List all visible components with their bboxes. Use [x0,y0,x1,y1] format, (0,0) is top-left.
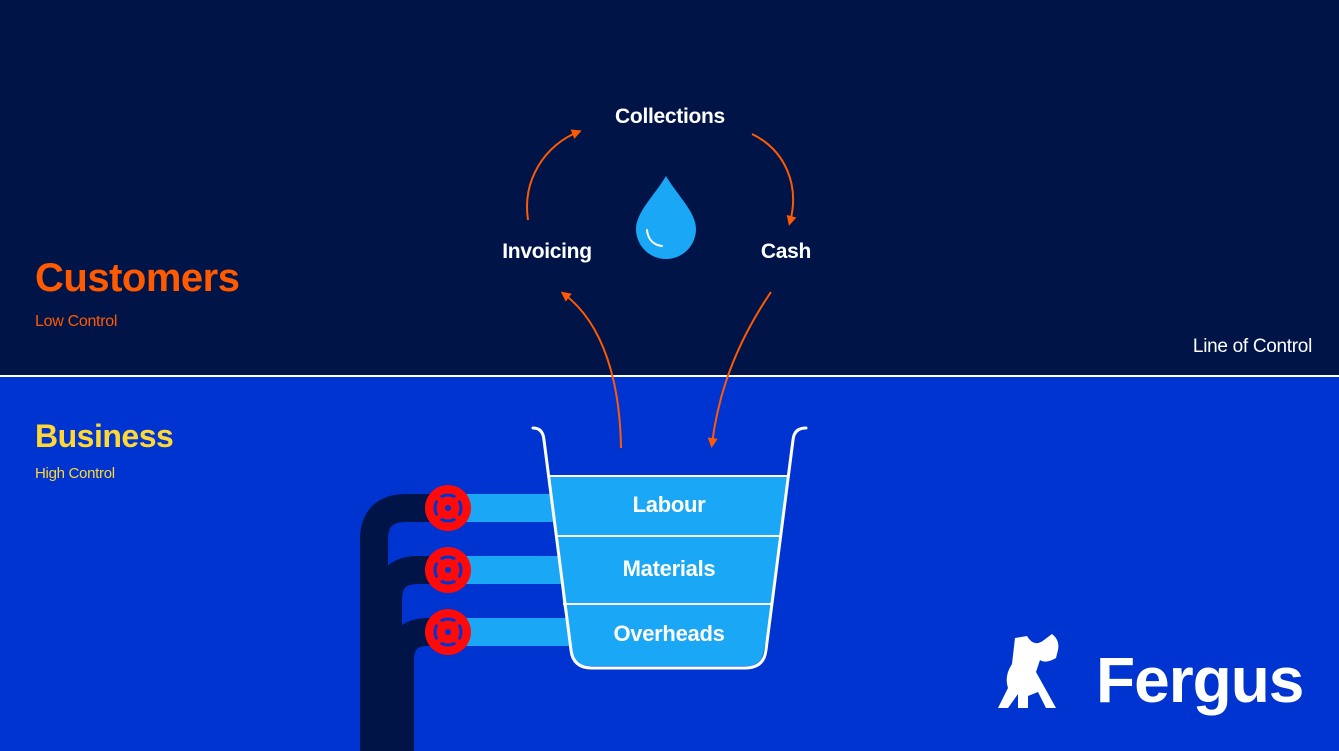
arrow-bucket-to-invoicing [560,291,622,449]
overheads-layer [563,604,773,666]
collections-label: Collections [615,105,725,128]
dog-logo-icon [998,634,1059,708]
materials-label: Materials [622,556,716,581]
invoicing-label: Invoicing [502,240,592,263]
labour-label: Labour [632,492,706,517]
business-subtitle: High Control [35,465,115,482]
arrow-invoicing-to-collections [526,129,582,221]
water-drop-icon [636,176,696,259]
line-of-control [0,375,1339,377]
business-heading: Business [35,418,174,454]
valve-icon [425,547,471,593]
pipes [360,494,576,751]
bucket-outline [531,426,808,670]
customers-heading: Customers [35,256,240,300]
labour-layer [550,476,788,536]
arrow-cash-to-bucket [707,291,772,448]
bucket-liquid [550,475,788,666]
customers-subtitle: Low Control [35,313,118,330]
cash-label: Cash [760,240,812,263]
valve-icon [425,485,471,531]
brand-wordmark: Fergus [1096,644,1304,716]
valve-icon [425,609,471,655]
arrow-collections-to-cash [751,133,797,226]
materials-layer [557,536,781,604]
line-of-control-label: Line of Control [1192,336,1312,357]
overheads-label: Overheads [613,621,725,646]
